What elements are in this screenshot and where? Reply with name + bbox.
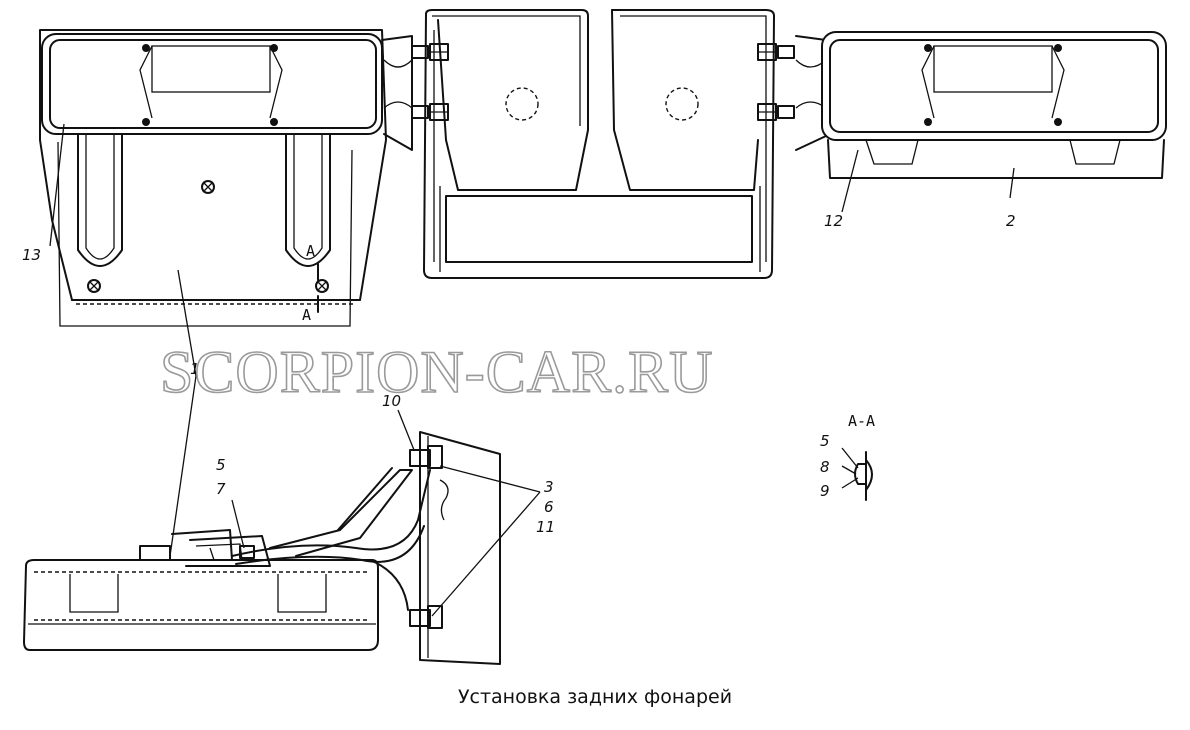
callout-7: 7 bbox=[216, 480, 226, 498]
callout-6: 6 bbox=[544, 498, 554, 516]
left-lamp-assembly bbox=[39, 29, 387, 327]
view-mark-top: A bbox=[306, 242, 315, 260]
section-label: A-A bbox=[848, 412, 875, 430]
view-mark-bottom: A bbox=[302, 306, 311, 324]
section-a-a-detail bbox=[841, 447, 873, 501]
callout-13: 13 bbox=[22, 246, 41, 264]
callout-3: 3 bbox=[544, 478, 554, 496]
callout-2: 2 bbox=[1006, 212, 1016, 230]
watermark: SCORPION-CAR.RU bbox=[160, 339, 713, 405]
leader-lines bbox=[49, 123, 1015, 617]
diagram-caption: Установка задних фонарей bbox=[457, 686, 733, 708]
callout-8: 8 bbox=[820, 458, 830, 476]
callout-12: 12 bbox=[824, 212, 843, 230]
side-view-assembly bbox=[23, 431, 501, 665]
callout-10: 10 bbox=[382, 392, 401, 410]
callout-5-section: 5 bbox=[820, 432, 830, 450]
callout-5-side: 5 bbox=[216, 456, 226, 474]
callout-11: 11 bbox=[536, 518, 555, 536]
callout-9: 9 bbox=[820, 482, 830, 500]
callout-1: 1 bbox=[190, 360, 200, 378]
center-brackets bbox=[381, 9, 827, 279]
right-lamp-assembly bbox=[821, 31, 1167, 179]
